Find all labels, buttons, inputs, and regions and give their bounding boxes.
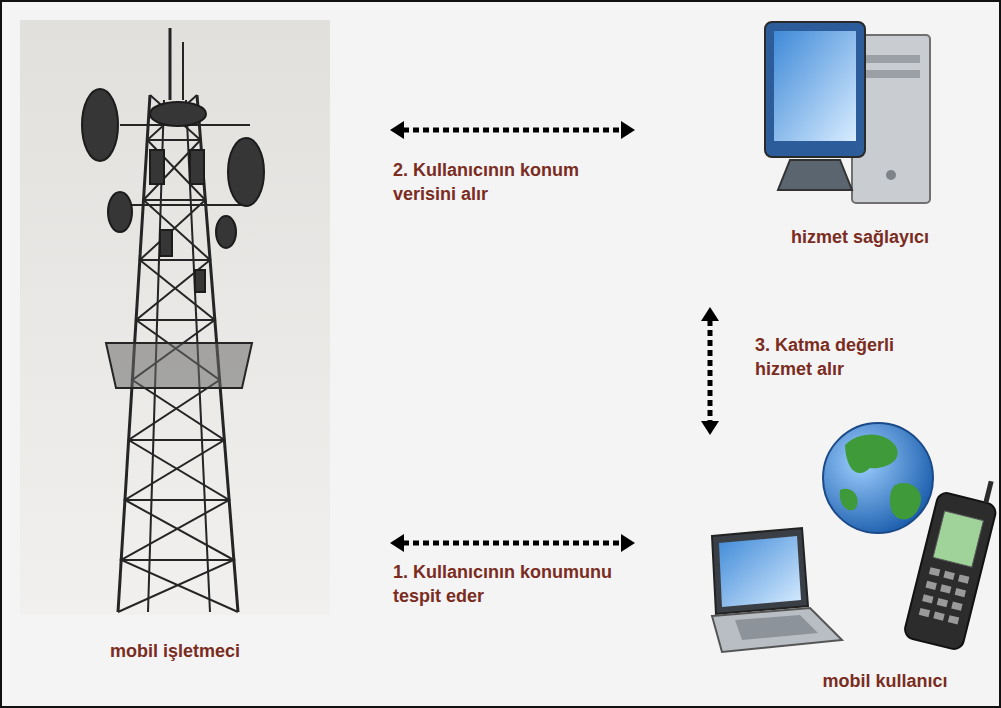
laptop-symbol	[712, 528, 842, 652]
computer-symbol	[765, 22, 930, 203]
phone-symbol	[903, 470, 1001, 651]
arrow-head	[390, 121, 404, 139]
tower-panel	[20, 20, 330, 615]
tower-symbol	[106, 28, 252, 612]
arrow-head	[701, 421, 719, 435]
arrow-head	[621, 534, 635, 552]
dotted-double-arrow	[390, 534, 635, 552]
step-label: 3. Katma değerli hizmet alır	[755, 333, 927, 381]
dotted-double-arrow	[390, 121, 635, 139]
arrow-head	[701, 307, 719, 321]
entity-label: mobil kullanıcı	[781, 670, 989, 692]
arrow-head	[390, 534, 404, 552]
step-label: 1. Kullanıcının konumunu tespit eder	[393, 560, 648, 608]
entity-node: mobil kullanıcı	[640, 440, 995, 700]
dotted-line	[403, 541, 622, 546]
antenna-dishes	[82, 89, 264, 292]
entity-label: mobil işletmeci	[16, 640, 334, 662]
dotted-line	[403, 128, 622, 133]
dotted-line	[708, 320, 713, 422]
entity-node: mobil işletmeci	[20, 20, 385, 680]
entity-node: hizmet sağlayıcı	[640, 20, 993, 302]
globe-symbol	[823, 423, 933, 533]
entity-label: hizmet sağlayıcı	[731, 226, 989, 248]
step-label: 2. Kullanıcının konum verisini alır	[393, 158, 633, 206]
arrow-head	[621, 121, 635, 139]
dotted-double-arrow	[701, 307, 719, 435]
